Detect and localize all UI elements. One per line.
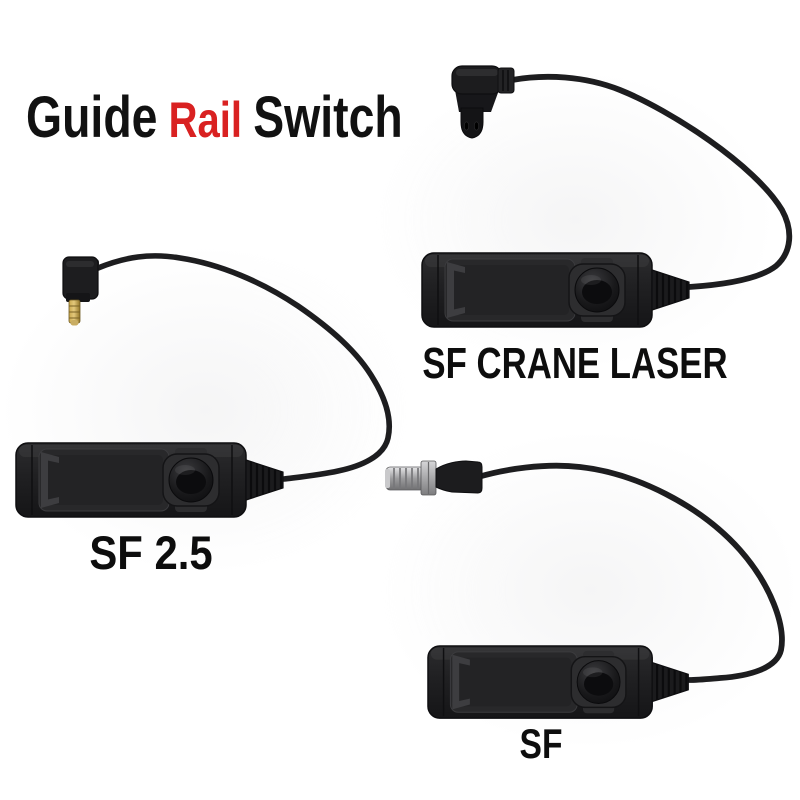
product-sf-2-5 xyxy=(14,253,392,519)
title-word-guide: Guide xyxy=(26,85,158,150)
switch-body-illustration xyxy=(420,251,691,329)
title-word-switch: Switch xyxy=(253,85,403,150)
plug-collar xyxy=(497,67,515,94)
switch-body-illustration xyxy=(426,644,690,720)
cable-illustration xyxy=(475,462,785,683)
crane-laser-plug-illustration xyxy=(451,65,515,139)
sf-plug-illustration xyxy=(385,460,483,496)
product-label-sf-2-5: SF 2.5 xyxy=(89,526,213,579)
plug-barrel xyxy=(435,460,483,494)
switch-body-illustration xyxy=(14,441,285,519)
cable-illustration xyxy=(95,253,392,482)
plug-tip xyxy=(460,107,484,139)
product-label-sf: SF xyxy=(519,720,563,767)
title-word-rail: Rail xyxy=(168,92,243,148)
photo-backdrops xyxy=(0,70,800,750)
product-sf xyxy=(385,460,785,720)
plug-2-5mm-illustration xyxy=(62,256,99,326)
product-sf-crane-laser xyxy=(420,65,793,329)
product-label-sf-crane-laser: SF CRANE LASER xyxy=(422,339,728,388)
cable-illustration xyxy=(509,73,793,290)
